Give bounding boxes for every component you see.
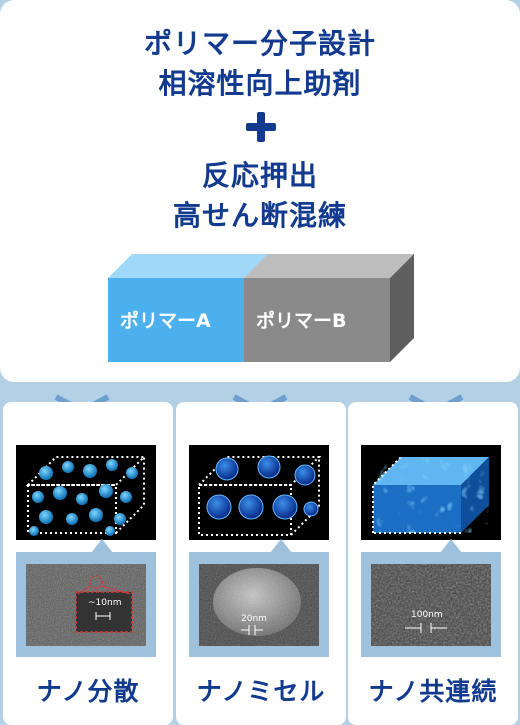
nano-cocontinuous-scale-label: 100nm — [411, 610, 443, 620]
nano-dispersion-scale-label: ~10nm — [88, 598, 122, 608]
polymer-a-front — [108, 278, 248, 362]
nano-cocontinuous-caption: ナノ共連続 — [368, 677, 498, 706]
nano-micelle-caption: ナノミセル — [196, 677, 326, 706]
nano-cocontinuous-tem-image: 100nm — [371, 564, 491, 646]
molecular-design-heading: ポリマー分子設計 — [143, 27, 376, 60]
polymer-a-label: ポリマーA — [120, 310, 211, 332]
compatibilizer-heading: 相溶性向上助剤 — [158, 67, 362, 100]
nano-cocontinuous-tem-frame: 100nm — [361, 552, 501, 657]
callout-pointer — [270, 539, 292, 553]
nano-dispersion-caption: ナノ分散 — [36, 677, 140, 706]
column-nano-micelle: 20nm ナノミセル — [176, 402, 346, 725]
process-panel: ポリマー分子設計 相溶性向上助剤 反応押出 高せん断混練 ポリマーA ポリマーB — [0, 0, 520, 382]
polymer-blocks-graphic — [108, 254, 414, 362]
nano-dispersion-model-image — [16, 445, 156, 540]
nano-micelle-scale-label: 20nm — [241, 614, 267, 624]
callout-pointer — [91, 539, 113, 553]
plus-icon — [246, 112, 276, 142]
polymer-blocks: ポリマーA ポリマーB — [108, 250, 418, 368]
polymer-b-front — [244, 278, 390, 362]
nano-micelle-tem-image: 20nm — [199, 564, 319, 646]
polymer-b-side — [390, 254, 414, 362]
column-nano-cocontinuous: 100nm ナノ共連続 — [348, 402, 518, 725]
nano-dispersion-tem-frame: ~10nm — [16, 552, 156, 657]
nano-micelle-model-image — [189, 445, 329, 540]
polymer-a-top — [108, 254, 272, 278]
column-nano-dispersion: ~10nm ナノ分散 — [3, 402, 173, 725]
nano-micelle-tem-frame: 20nm — [189, 552, 329, 657]
nano-cocontinuous-model-image — [361, 445, 501, 540]
nano-dispersion-tem-image: ~10nm — [26, 564, 146, 646]
callout-pointer — [440, 539, 462, 553]
polymer-b-top — [244, 254, 414, 278]
reactive-extrusion-heading: 反応押出 — [201, 159, 318, 192]
polymer-b-label: ポリマーB — [256, 310, 347, 332]
high-shear-kneading-heading: 高せん断混練 — [172, 199, 347, 232]
